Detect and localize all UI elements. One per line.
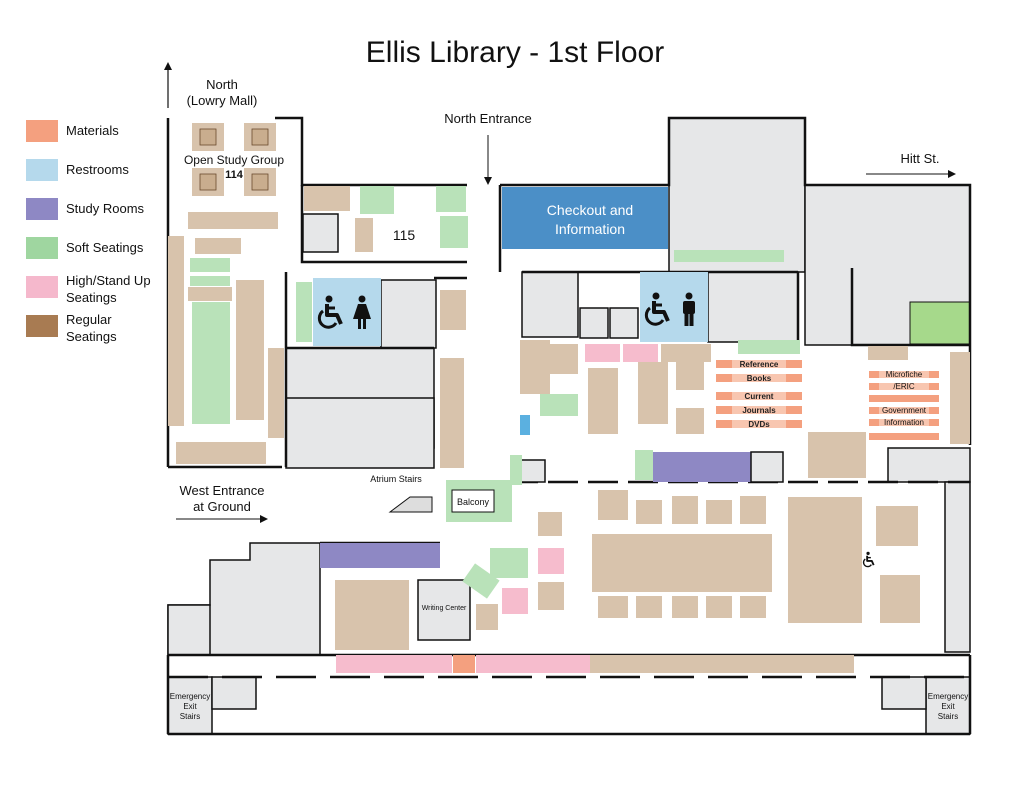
balcony-label: Balcony (457, 497, 490, 507)
arrow-down-icon (484, 135, 492, 185)
microfiche-government-shelves: Microfiche /ERIC Government Information (869, 370, 939, 440)
shelf-label: Government (882, 406, 927, 415)
north-arrow-icon (164, 62, 172, 108)
arrow-right-icon (866, 170, 956, 178)
north-entrance-label: North Entrance (444, 111, 531, 126)
restroom-women (313, 278, 381, 346)
legend-swatch-soft-seating (26, 237, 58, 259)
legend-label: Materials (66, 123, 119, 138)
materials-area (453, 655, 475, 673)
shelf-label: Current (745, 392, 774, 401)
emergency-label: Emergency (170, 692, 210, 701)
study-rooms-west (320, 543, 440, 568)
legend-label: Study Rooms (66, 201, 145, 216)
north-label: North (206, 77, 238, 92)
structural-areas (167, 117, 971, 735)
legend-label: Seatings (66, 290, 117, 305)
west-entrance-label: West Entrance (179, 483, 264, 498)
stairs-icon (388, 496, 433, 513)
legend-label: Restrooms (66, 162, 129, 177)
open-study-group-label: Open Study Group (184, 153, 284, 167)
shelf-label: Books (747, 374, 772, 383)
hitt-street-label: Hitt St. (900, 151, 939, 166)
shelf-label: Reference (740, 360, 779, 369)
map-title: Ellis Library - 1st Floor (366, 36, 664, 69)
elevator-icon (609, 307, 639, 339)
emergency-label: Exit (941, 702, 955, 711)
emergency-label: Stairs (938, 712, 958, 721)
legend-label: Seatings (66, 329, 117, 344)
legend: Materials Restrooms Study Rooms Soft Sea… (26, 120, 151, 344)
open-study-group-area (192, 123, 276, 196)
room-115-label: 115 (393, 227, 416, 243)
restroom-men (640, 272, 708, 342)
room-114-label: 114 (225, 169, 244, 181)
study-rooms-center (653, 452, 751, 482)
north-sublabel: (Lowry Mall) (187, 93, 258, 108)
shelf-label: Microfiche (886, 370, 923, 379)
legend-swatch-high-seating (26, 276, 58, 298)
checkout-information-desk (502, 187, 668, 249)
legend-label: Regular (66, 312, 112, 327)
legend-label: Soft Seatings (66, 240, 144, 255)
west-entrance-label: at Ground (193, 499, 251, 514)
reference-shelves: Reference Books Current Journals DVDs (716, 360, 802, 429)
emergency-label: Emergency (928, 692, 968, 701)
shelf-label: DVDs (748, 420, 770, 429)
accessible-icon (862, 551, 875, 568)
legend-label: High/Stand Up (66, 273, 151, 288)
emergency-label: Stairs (180, 712, 200, 721)
emergency-label: Exit (183, 702, 197, 711)
checkout-label: Information (555, 221, 625, 237)
shelf-label: /ERIC (893, 382, 915, 391)
legend-swatch-study-rooms (26, 198, 58, 220)
elevator-icon (518, 459, 546, 483)
elevator-icon (579, 307, 609, 339)
arrow-right-icon (176, 515, 268, 523)
legend-swatch-regular-seating (26, 315, 58, 337)
legend-swatch-materials (26, 120, 58, 142)
balcony (451, 489, 495, 513)
shelf-label: Journals (742, 406, 776, 415)
legend-swatch-restrooms (26, 159, 58, 181)
writing-center-label: Writing Center (422, 605, 467, 612)
atrium-stairs-label: Atrium Stairs (370, 474, 422, 484)
checkout-label: Checkout and (547, 202, 633, 218)
shelf-label: Information (884, 418, 924, 427)
